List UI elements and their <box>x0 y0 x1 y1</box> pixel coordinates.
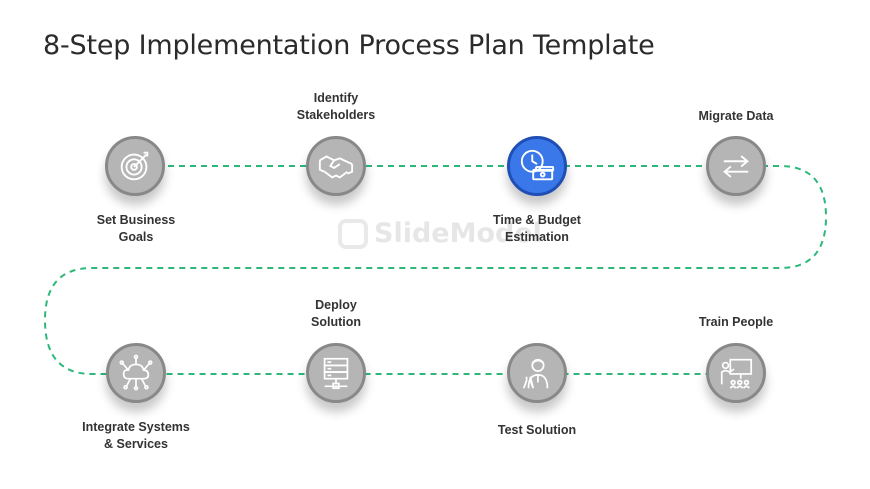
watermark-text: SlideModel <box>374 218 542 249</box>
step-label-identify-stakeholders: Identify Stakeholders <box>296 91 376 122</box>
presentation-icon <box>720 358 753 389</box>
step-label-migrate-data: Migrate Data <box>698 109 774 123</box>
watermark-logo-icon <box>338 218 368 249</box>
step-label-integrate-systems: Integrate Systems & Services <box>82 420 190 451</box>
step-label-train-people: Train People <box>698 315 774 329</box>
step-label-deploy-solution: Deploy Solution <box>311 298 361 329</box>
step-node-deploy-solution <box>306 343 366 403</box>
step-node-migrate-data <box>706 136 766 196</box>
step-label-set-business-goals: Set Business Goals <box>96 213 176 244</box>
step-node-time-budget <box>507 136 567 196</box>
arrows-exchange-icon <box>723 155 749 178</box>
step-node-train-people <box>706 343 766 403</box>
scientist-icon <box>522 358 549 389</box>
step-node-identify-stakeholders <box>306 136 366 196</box>
handshake-icon <box>318 155 354 179</box>
step-label-test-solution: Test Solution <box>497 423 577 437</box>
server-icon <box>323 357 349 390</box>
cloud-network-icon <box>119 354 153 391</box>
target-icon <box>120 151 149 181</box>
step-node-set-business-goals <box>105 136 165 196</box>
step-label-time-budget: Time & Budget Estimation <box>493 213 581 244</box>
watermark: SlideModel <box>338 218 542 249</box>
clock-money-icon <box>520 149 555 181</box>
step-node-integrate-systems <box>106 343 166 403</box>
page-title: 8-Step Implementation Process Plan Templ… <box>43 30 655 61</box>
step-node-test-solution <box>507 343 567 403</box>
